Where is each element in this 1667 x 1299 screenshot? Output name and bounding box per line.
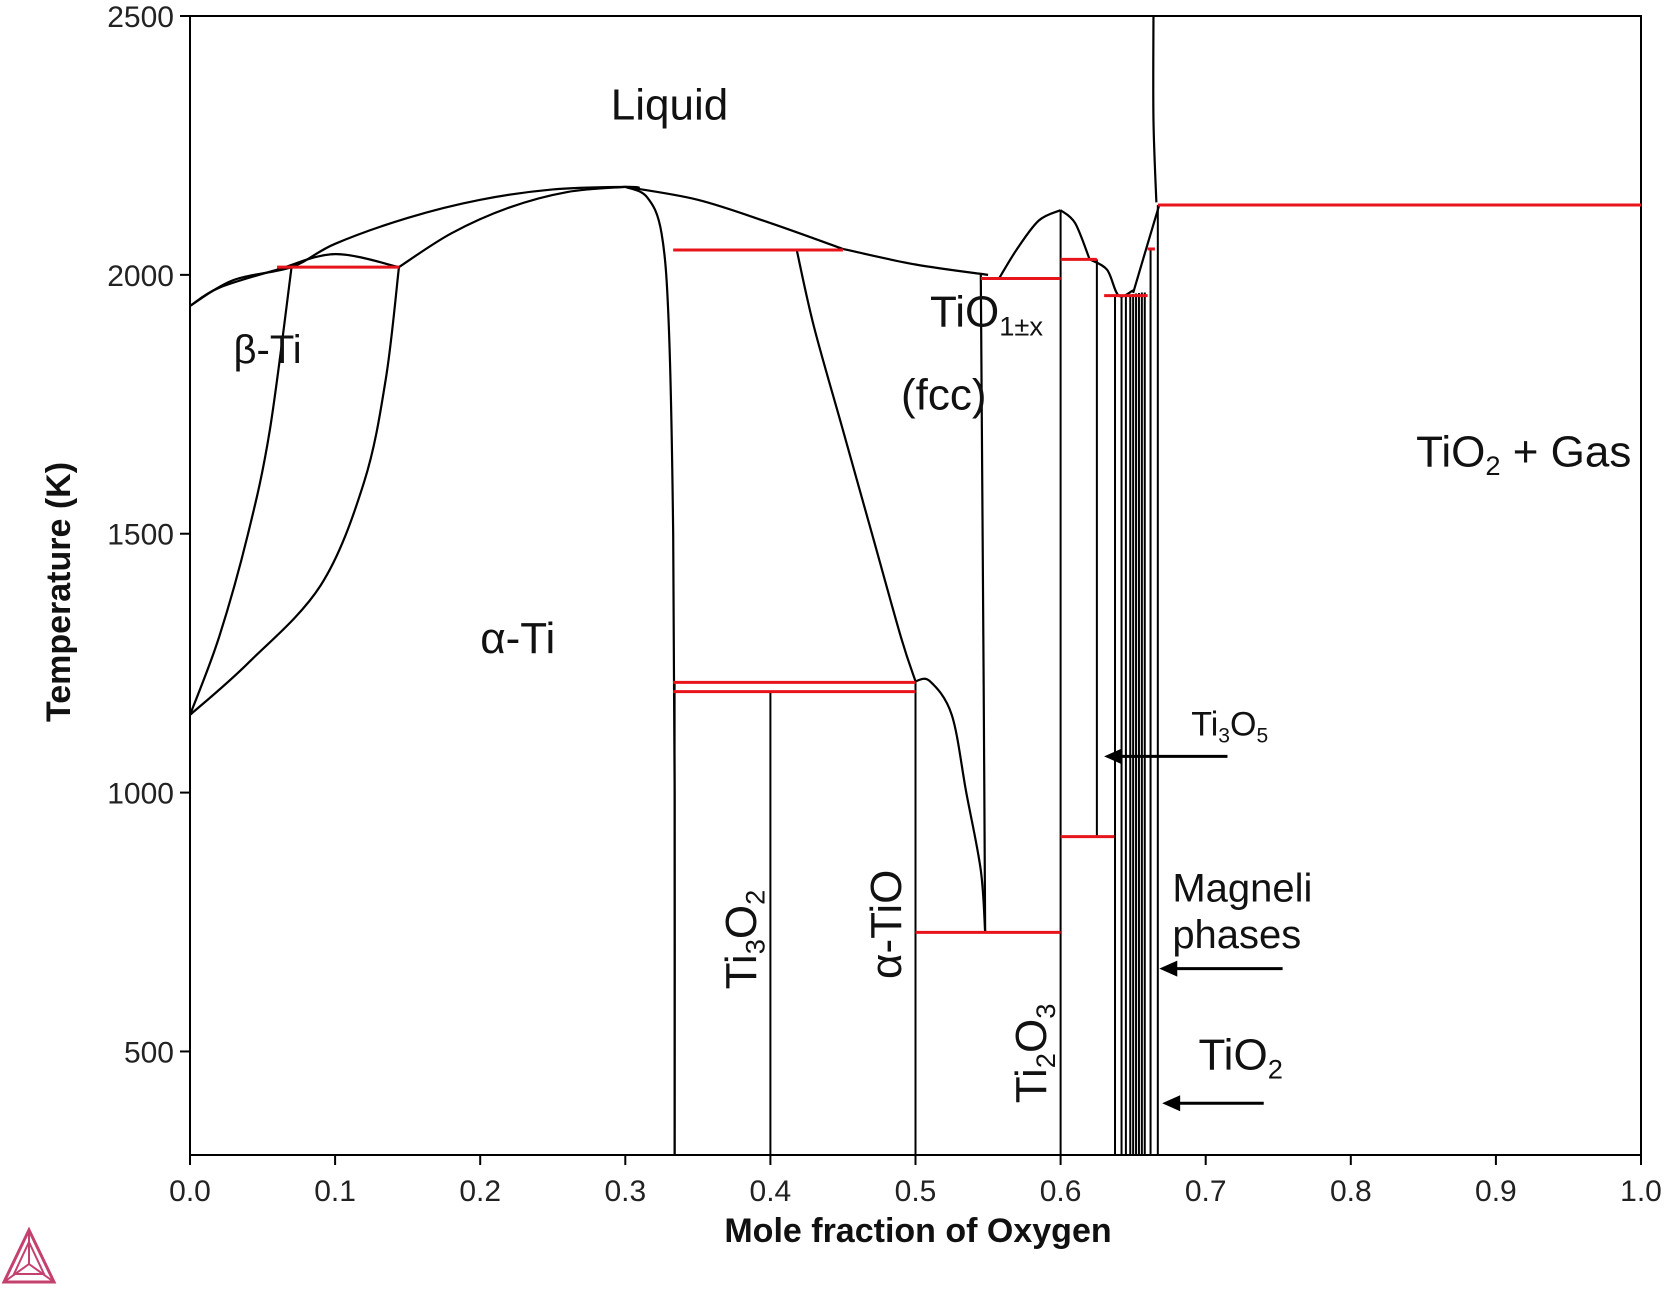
tio2-arrow-head — [1162, 1095, 1181, 1112]
boundary-beta-alpha-upper — [188, 266, 293, 716]
ti3o5-arrow-head — [1104, 748, 1123, 765]
x-tick-label: 0.7 — [1185, 1175, 1227, 1208]
x-tick-label: 0.8 — [1330, 1175, 1372, 1208]
label-tio2: TiO2 — [1198, 1031, 1282, 1085]
label-magneli-1: Magneli — [1172, 866, 1312, 910]
label-alpha-ti: α-Ti — [480, 614, 555, 663]
invariant-lines — [277, 203, 1641, 934]
y-tick-label: 1500 — [107, 519, 174, 552]
x-axis-title: Mole fraction of Oxygen — [724, 1212, 1111, 1250]
x-tick-label: 0.5 — [895, 1175, 937, 1208]
x-tick-label: 0.1 — [314, 1175, 356, 1208]
boundary-gas-boundary — [1152, 15, 1158, 203]
label-tio-fcc-2: (fcc) — [901, 370, 987, 419]
software-logo-icon — [1, 1226, 57, 1284]
x-tick-label: 0.4 — [750, 1175, 792, 1208]
boundary-solidus-ti-side — [189, 253, 400, 307]
x-tick-label: 0.6 — [1040, 1175, 1082, 1208]
label-magneli-2: phases — [1172, 913, 1301, 957]
x-tick-label: 1.0 — [1620, 1175, 1662, 1208]
x-tick-label: 0.9 — [1475, 1175, 1517, 1208]
boundary-alpha-ti-right-solvus — [624, 185, 676, 1156]
label-ti2o3: Ti2O3 — [1007, 1004, 1061, 1104]
boundary-ti2o3-liquidus-right — [1059, 209, 1091, 260]
annotation-arrows — [1104, 748, 1283, 1112]
boundary-tio-left-boundary — [795, 248, 917, 682]
label-beta-ti: β-Ti — [234, 328, 302, 372]
boundary-tio-right-boundary — [979, 274, 987, 933]
boundary-alpha-ti-left — [189, 266, 401, 716]
boundary-solidus-alpha-upper — [398, 185, 626, 269]
boundary-tio2-liquidus — [1132, 204, 1161, 294]
label-alpha-tio: α-TiO — [862, 870, 911, 979]
y-tick-label: 1000 — [107, 778, 174, 811]
label-tio-fcc-1: TiO1±x — [930, 288, 1043, 342]
label-ti3o2: Ti3O2 — [717, 890, 771, 990]
x-tick-label: 0.3 — [604, 1175, 646, 1208]
x-tick-label: 0.0 — [169, 1175, 211, 1208]
y-tick-label: 2500 — [107, 1, 174, 34]
x-tick-label: 0.2 — [459, 1175, 501, 1208]
boundary-liquidus-ti-side — [189, 185, 640, 307]
boundary-liquidus-tio — [842, 247, 989, 276]
magneli-arrow-head — [1159, 960, 1178, 977]
y-tick-label: 2000 — [107, 260, 174, 293]
label-liquid: Liquid — [611, 81, 728, 130]
y-axis-ticks: 500 1000 1500 2000 2500 — [107, 1, 190, 1069]
label-tio2-gas: TiO2 + Gas — [1416, 427, 1631, 481]
boundary-tio-alpha-tio-dome — [915, 677, 987, 933]
region-labels: Liquid β-Ti α-Ti TiO1±x (fcc) TiO2 + GasTi3O2… — [234, 81, 1632, 1104]
boundary-ti2o3-liquidus-left — [998, 209, 1062, 279]
y-axis-title: Temperature (K) — [40, 462, 78, 722]
x-axis-ticks: 0.0 0.1 0.2 0.3 0.4 0.5 0.6 0.7 0.8 0.9 1.0 — [169, 1155, 1662, 1208]
compound-lines — [673, 204, 1159, 1155]
y-tick-label: 500 — [124, 1036, 174, 1069]
label-ti3o5: Ti3O5 — [1191, 706, 1268, 748]
boundary-liquidus-mid — [625, 185, 844, 251]
